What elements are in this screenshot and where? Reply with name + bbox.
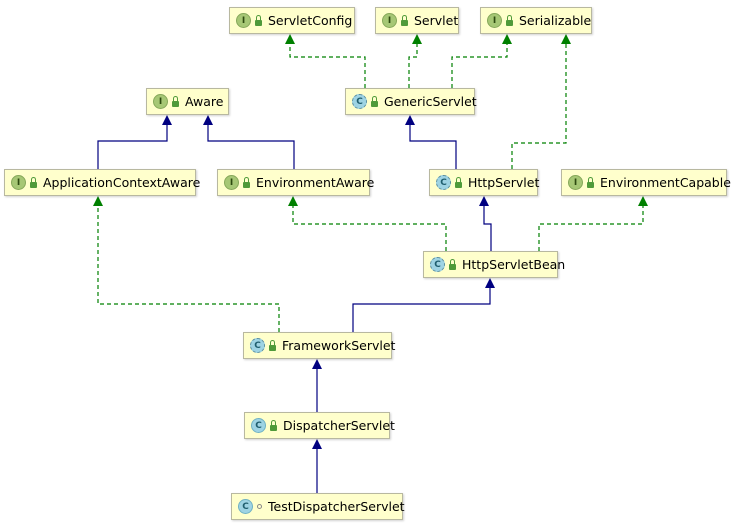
lock-icon (506, 14, 513, 26)
lock-icon (449, 258, 456, 270)
lock-icon (270, 419, 277, 431)
abstract-class-icon: C (430, 257, 445, 272)
edge-environmentaware-to-aware (203, 115, 295, 169)
arrowhead (162, 115, 172, 125)
node-httpservlet[interactable]: C HttpServlet (429, 169, 540, 196)
node-label: HttpServlet (468, 175, 540, 190)
node-label: Aware (185, 94, 224, 109)
node-testdispatcherservlet[interactable]: C TestDispatcherServlet (231, 493, 405, 520)
arrowhead (485, 278, 495, 288)
lock-icon (30, 176, 37, 188)
package-private-icon (257, 504, 262, 509)
arrowhead (502, 34, 512, 44)
node-label: DispatcherServlet (283, 418, 395, 433)
arrowhead (412, 34, 422, 44)
lock-icon (269, 339, 276, 351)
interface-icon: I (153, 94, 168, 109)
abstract-class-icon: C (352, 94, 367, 109)
edge-genericservlet-to-servlet (408, 34, 422, 88)
node-label: ApplicationContextAware (43, 175, 201, 190)
node-label: TestDispatcherServlet (268, 499, 405, 514)
node-aware[interactable]: I Aware (146, 88, 229, 115)
lock-icon (255, 14, 262, 26)
lock-icon (243, 176, 250, 188)
edge-httpservletbean-to-environmentcapable (538, 196, 648, 251)
interface-icon: I (224, 175, 239, 190)
abstract-class-icon: C (250, 338, 265, 353)
edge-dispatcherservlet-to-frameworkservlet (312, 359, 322, 412)
node-label: Serializable (519, 13, 592, 28)
node-dispatcherservlet[interactable]: C DispatcherServlet (244, 412, 395, 439)
node-frameworkservlet[interactable]: C FrameworkServlet (243, 332, 396, 359)
class-icon: C (251, 418, 266, 433)
abstract-class-icon: C (436, 175, 451, 190)
arrowhead (93, 196, 103, 206)
arrowhead (312, 439, 322, 449)
node-servlet[interactable]: I Servlet (375, 7, 459, 34)
edge-testdispatcherservlet-to-dispatcherservlet (312, 439, 322, 493)
edge-frameworkservlet-to-applicationcontextaware (93, 196, 280, 332)
lock-icon (371, 95, 378, 107)
arrowhead (405, 115, 415, 125)
interface-icon: I (487, 13, 502, 28)
node-applicationcontextaware[interactable]: I ApplicationContextAware (4, 169, 200, 196)
arrowhead (479, 196, 489, 206)
edge-httpservletbean-to-httpservlet (479, 196, 492, 251)
interface-icon: I (11, 175, 26, 190)
lock-icon (172, 95, 179, 107)
node-servletconfig[interactable]: I ServletConfig (229, 7, 355, 34)
edge-genericservlet-to-servletconfig (285, 34, 366, 88)
arrowhead (561, 34, 571, 44)
arrowhead (203, 115, 213, 125)
edge-genericservlet-to-serializable (451, 34, 512, 88)
node-httpservletbean[interactable]: C HttpServletBean (423, 251, 565, 278)
node-environmentcapable[interactable]: I EnvironmentCapable (561, 169, 731, 196)
edge-httpservlet-to-genericservlet (405, 115, 457, 169)
node-label: EnvironmentAware (256, 175, 375, 190)
node-label: HttpServletBean (462, 257, 566, 272)
lock-icon (587, 176, 594, 188)
interface-icon: I (236, 13, 251, 28)
interface-icon: I (568, 175, 583, 190)
node-label: EnvironmentCapable (600, 175, 731, 190)
node-label: ServletConfig (268, 13, 353, 28)
arrowhead (288, 196, 298, 206)
interface-icon: I (382, 13, 397, 28)
lock-icon (455, 176, 462, 188)
lock-icon (401, 14, 408, 26)
arrowhead (638, 196, 648, 206)
edge-frameworkservlet-to-httpservletbean (352, 278, 495, 332)
class-icon: C (238, 499, 253, 514)
edge-httpservlet-to-serializable (511, 34, 571, 169)
edge-httpservletbean-to-environmentaware (288, 196, 447, 251)
node-environmentaware[interactable]: I EnvironmentAware (217, 169, 374, 196)
node-genericservlet[interactable]: C GenericServlet (345, 88, 477, 115)
edge-applicationcontextaware-to-aware (97, 115, 172, 169)
node-label: GenericServlet (384, 94, 477, 109)
node-label: FrameworkServlet (282, 338, 396, 353)
arrowhead (312, 359, 322, 369)
node-serializable[interactable]: I Serializable (480, 7, 592, 34)
arrowhead (285, 34, 295, 44)
node-label: Servlet (414, 13, 459, 28)
